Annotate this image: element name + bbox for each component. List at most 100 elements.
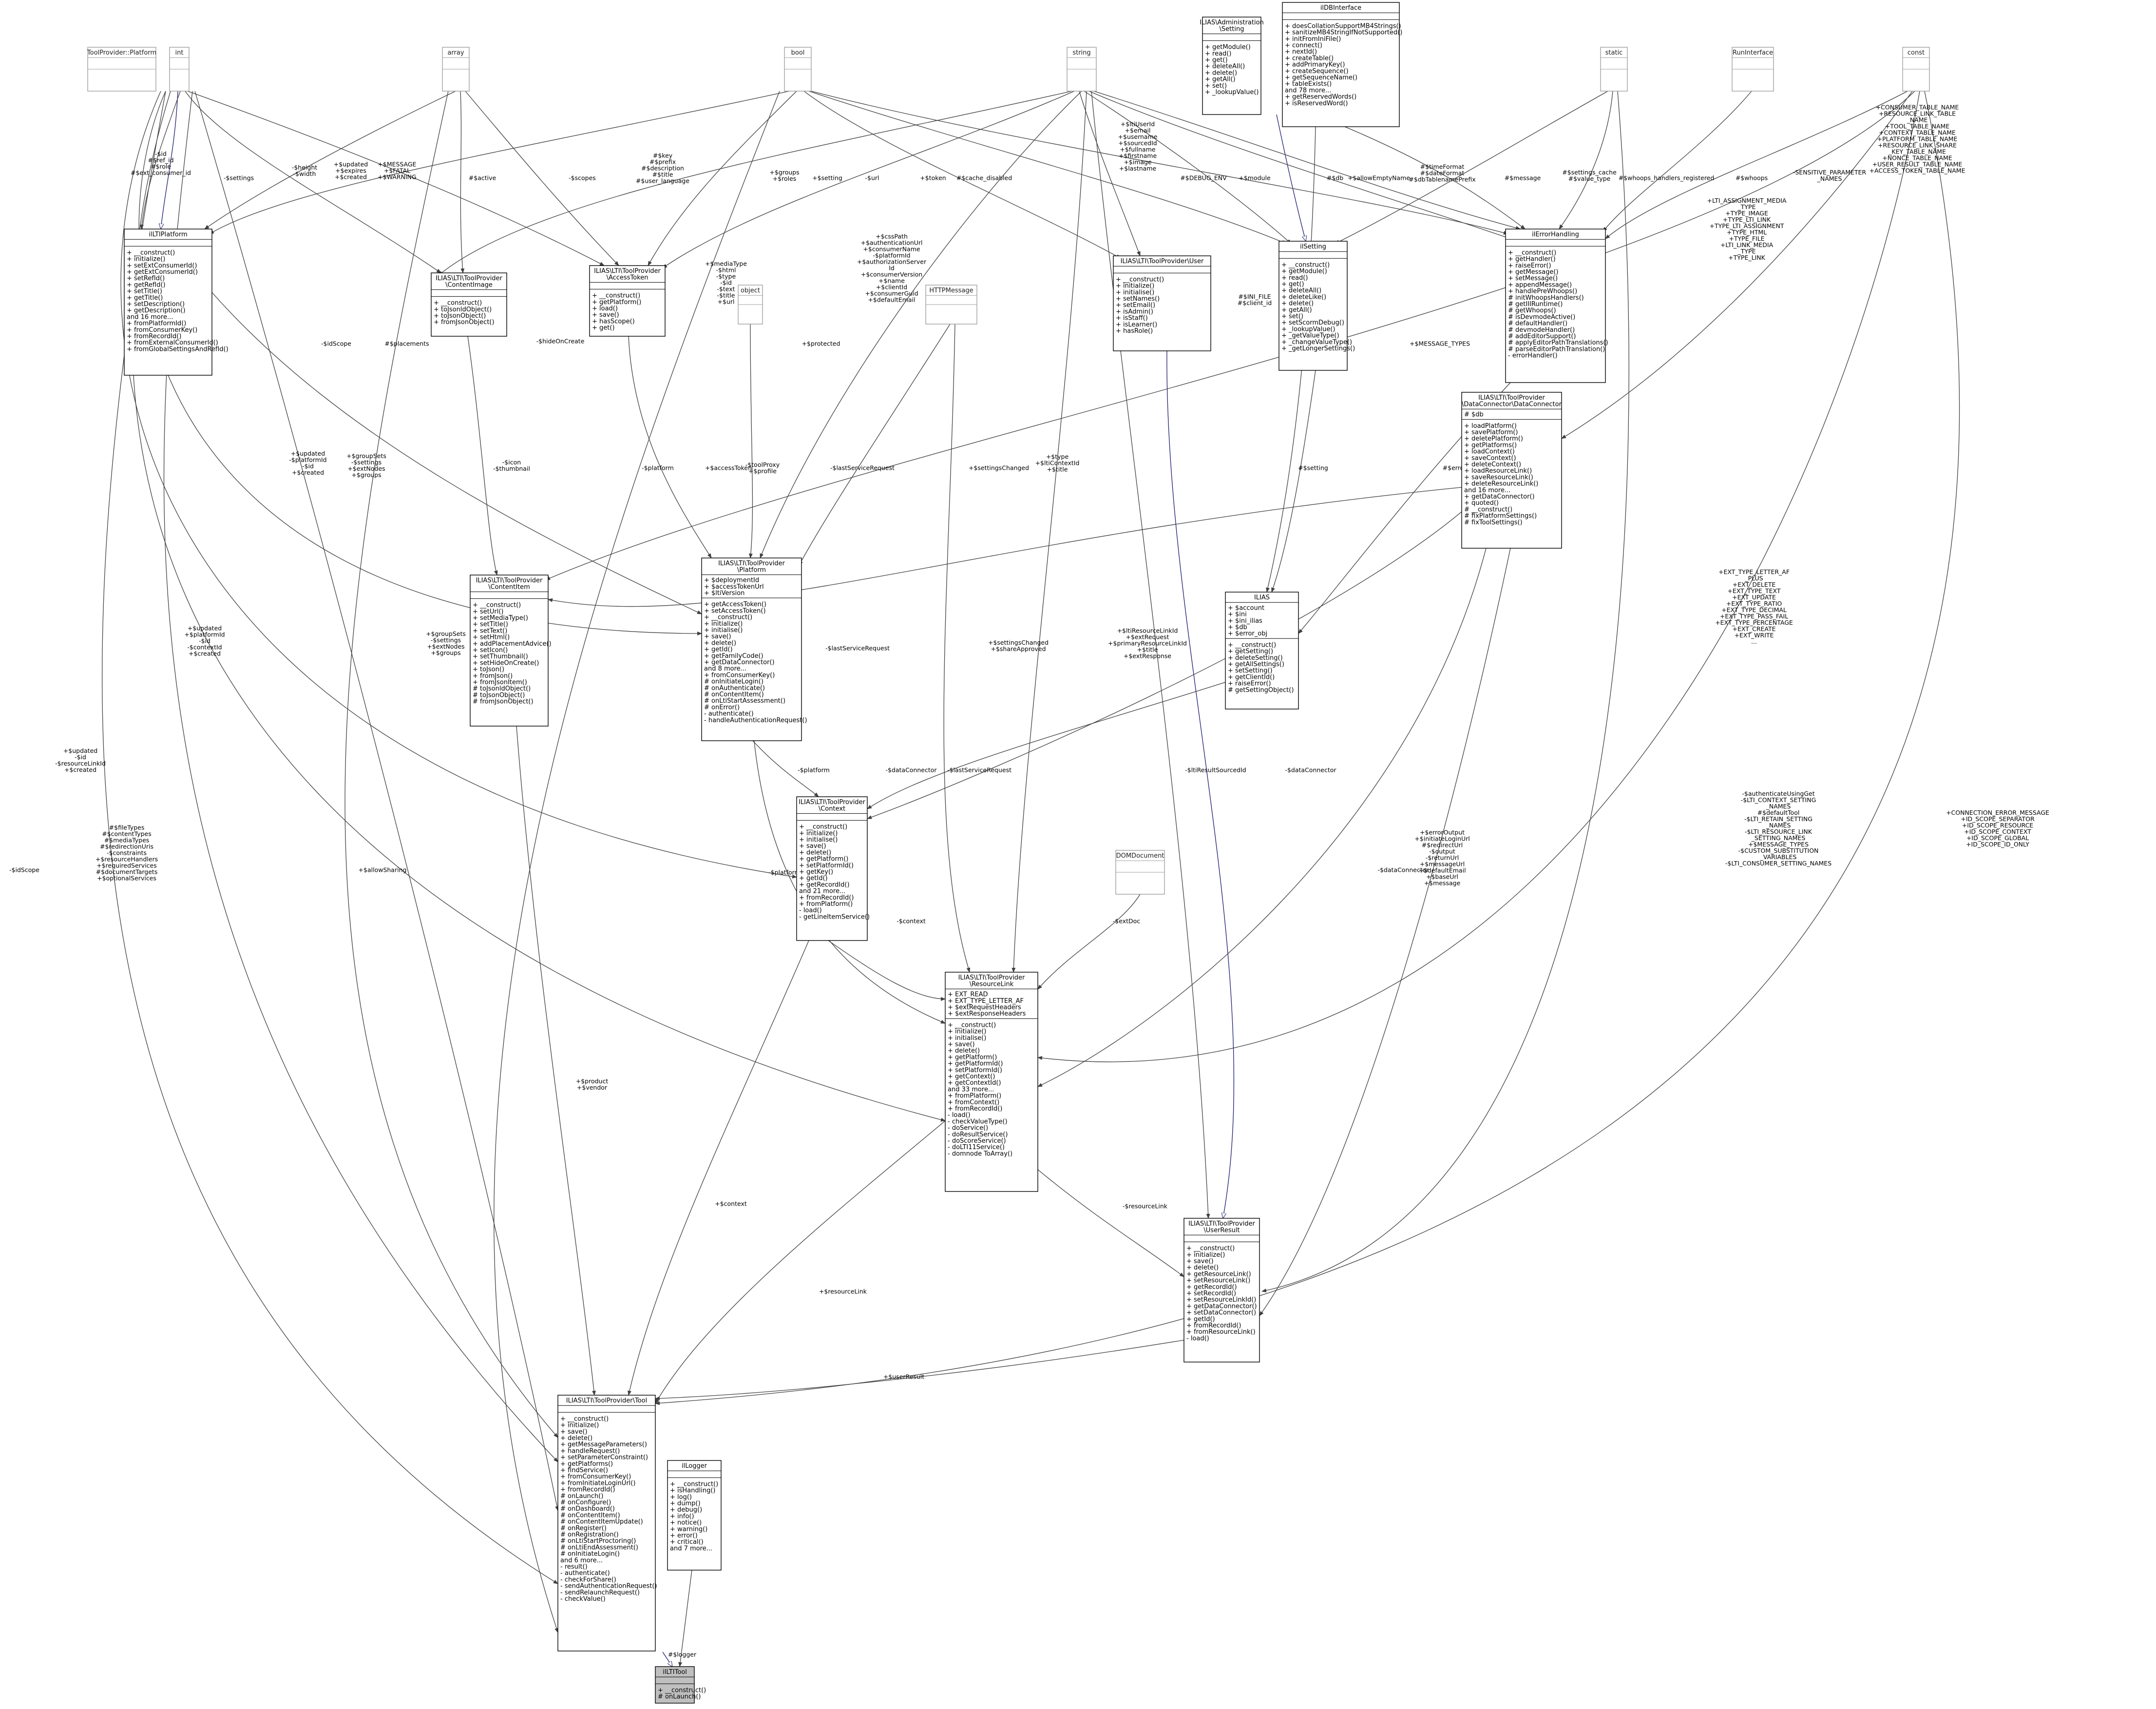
class-box-frame: [796, 796, 868, 941]
class-method: - result(): [560, 1563, 588, 1571]
edge-label-a8: #$key#$prefix#$description#$title#$user_…: [636, 152, 689, 185]
class-box-userresult[interactable]: ILIAS\LTI\ToolProvider\UserResult+ __con…: [1183, 1218, 1260, 1363]
class-method: + delete(): [560, 1435, 592, 1442]
class-method: + notice(): [670, 1519, 702, 1527]
class-method: + initialize(): [127, 256, 165, 263]
edge-label-a49: +$ltiResourceLinkId+$extRequest+$primary…: [1108, 627, 1187, 660]
edge-label-a58: -$idScope: [9, 866, 39, 874]
association-edge: [1037, 548, 1487, 1087]
class-attribute: + $ltiVersion: [704, 590, 744, 597]
class-method: + setPlatformId(): [948, 1067, 1002, 1074]
class-method: + fromConsumerKey(): [127, 326, 197, 334]
class-box-string[interactable]: string: [1067, 47, 1097, 92]
class-box-ildbinterface[interactable]: ilDBInterface+ doesCollationSupportMB4St…: [1282, 2, 1402, 127]
class-method: - sendAuthenticationRequest(): [560, 1583, 657, 1590]
class-method: + delete(): [704, 639, 736, 647]
association-edge: [648, 91, 797, 266]
edge-label-line: +$defaultEmail: [868, 296, 915, 304]
edge-label-line: +EXT_UPDATE: [1732, 594, 1776, 601]
class-method: # initWhoopsHandlers(): [1508, 294, 1584, 302]
edge-label-a73: #$logger: [668, 1651, 697, 1658]
edge-label-line: #$user_language: [636, 177, 689, 185]
class-box-ilias-setting[interactable]: ILIAS\Administration\Setting+ getModule(…: [1200, 17, 1264, 115]
class-box-illtitool[interactable]: ilLTITool+ __construct()# onLaunch(): [655, 1666, 706, 1704]
class-box-bool[interactable]: bool: [784, 47, 812, 92]
class-box-contentimage[interactable]: ILIAS\LTI\ToolProvider\ContentImage+ __c…: [431, 272, 507, 337]
class-method: + _lookupValue(): [1281, 326, 1336, 333]
class-method: - checkValueType(): [948, 1118, 1008, 1125]
edge-label-line: +TYPE_HTML: [1727, 229, 1767, 236]
class-method: + setIcon(): [473, 647, 508, 654]
edge-label-a25: +CONSUMER_TABLE_NAME+RESOURCE_LINK_TABLE…: [1870, 104, 1965, 174]
class-box-dataconnector[interactable]: ILIAS\LTI\ToolProvider\DataConnector\Dat…: [1461, 392, 1562, 549]
class-method: + deleteLike(): [1281, 293, 1326, 301]
class-box-runinterface[interactable]: RunInterface: [1732, 47, 1774, 92]
edge-label-line: -$idScope: [9, 866, 39, 874]
inheritance-edge: [1276, 114, 1306, 241]
class-title: HTTPMessage: [929, 287, 973, 294]
edge-label-line: -$toolProxy: [745, 461, 780, 468]
class-box-frame: [589, 265, 666, 337]
edge-label-a34: +$protected: [802, 340, 840, 347]
edge-label-line: +EXT_TYPE_RATIO: [1726, 600, 1782, 607]
edge-label-line: -$html: [716, 267, 736, 274]
edge-label-a31: -$idScope: [321, 340, 351, 347]
edge-label-line: +$sourcedId: [1118, 139, 1157, 147]
class-method: + __construct(): [434, 300, 482, 307]
class-method: + getContext(): [948, 1073, 995, 1080]
class-method: + setRecordId(): [1186, 1290, 1236, 1297]
class-box-ltiuser[interactable]: ILIAS\LTI\ToolProvider\User+ __construct…: [1113, 255, 1211, 351]
class-method: + initialize(): [948, 1028, 986, 1036]
class-box-toolprovider-platform[interactable]: ToolProvider::Platform: [87, 47, 156, 92]
class-method: + dump(): [670, 1500, 701, 1507]
class-box-resourcelink[interactable]: ILIAS\LTI\ToolProvider\ResourceLink+ EXT…: [945, 972, 1038, 1192]
class-box-context[interactable]: ILIAS\LTI\ToolProvider\Context+ __constr…: [796, 796, 870, 941]
class-box-ilitplatform[interactable]: ilLTIPlatform+ __construct()+ initialize…: [124, 229, 229, 376]
class-box-int[interactable]: int: [169, 47, 190, 92]
class-attribute: # $db: [1464, 411, 1484, 419]
class-box-illogger[interactable]: ilLogger+ __construct()+ isHandling()+ l…: [667, 1460, 722, 1571]
edge-label-a14: #$DEBUG_ENV: [1180, 174, 1227, 182]
edge-label-line: #$timeFormat: [1420, 163, 1465, 171]
class-attribute: + EXT_TYPE_LETTER_AF: [948, 998, 1024, 1005]
edge-label-a61: -$platform: [768, 869, 801, 876]
class-method: + getSetting(): [1228, 648, 1273, 655]
class-method: + setPlatformId(): [799, 862, 854, 869]
class-method: + setExtConsumerId(): [127, 262, 197, 269]
edge-label-a40: +$type+$ltiContextId+$title: [1035, 453, 1080, 473]
edge-label-a39: +$settingsChanged: [969, 464, 1029, 472]
class-box-const[interactable]: const: [1902, 47, 1930, 92]
class-method: # defaultHandler(): [1508, 320, 1567, 327]
class-method: + initialise(): [1116, 289, 1154, 296]
class-box-accesstoken[interactable]: ILIAS\LTI\ToolProvider\AccessToken+ __co…: [589, 265, 666, 337]
class-box-ilerrorhandling[interactable]: ilErrorHandling+ __construct()+ getHandl…: [1505, 229, 1608, 383]
edge-label-line: +$authenticationUrl: [860, 239, 922, 247]
class-method: + getPlatforms(): [560, 1460, 613, 1468]
class-box-httpmessage[interactable]: HTTPMessage: [925, 285, 977, 325]
edge-label-line: -$height: [292, 164, 317, 171]
class-box-ilias[interactable]: ILIAS+ $account+ $ini+ $ini_ilias+ $db+ …: [1225, 592, 1299, 710]
association-edge: [1091, 91, 1210, 1219]
class-box-domdocument[interactable]: DOMDocument: [1115, 850, 1165, 895]
class-method: + __construct(): [1116, 276, 1164, 283]
class-method: - doService(): [948, 1125, 988, 1132]
edge-label-line: #$defaultTool: [1757, 809, 1800, 816]
class-method: + fromConsumerKey(): [704, 672, 775, 679]
class-method: + __construct(): [1228, 641, 1276, 649]
class-box-contentitem[interactable]: ILIAS\LTI\ToolProvider\ContentItem+ __co…: [470, 575, 552, 727]
class-title: ILIAS\LTI\ToolProvider: [1478, 394, 1545, 402]
class-box-ilsetting[interactable]: ilSetting+ __construct()+ getModule()+ r…: [1278, 241, 1355, 371]
edge-label-line: +CONTEXT_TABLE_NAME: [1879, 129, 1956, 136]
class-method: - getLineItemService(): [799, 913, 870, 921]
class-box-tool[interactable]: ILIAS\LTI\ToolProvider\Tool+ __construct…: [557, 1395, 657, 1651]
class-box-static[interactable]: static: [1600, 47, 1628, 92]
class-box-ltiplatform[interactable]: ILIAS\LTI\ToolProvider\Platform+ $deploy…: [701, 557, 807, 741]
class-method: and 21 more...: [799, 888, 845, 895]
association-edge: [209, 91, 790, 234]
class-method: + fromPlatform(): [948, 1093, 1001, 1100]
class-box-array[interactable]: array: [442, 47, 470, 92]
class-method: + setThumbnail(): [473, 653, 528, 660]
class-box-object[interactable]: object: [738, 285, 763, 325]
association-edge: [1088, 91, 1511, 239]
class-method: + getPlatform(): [948, 1054, 997, 1061]
